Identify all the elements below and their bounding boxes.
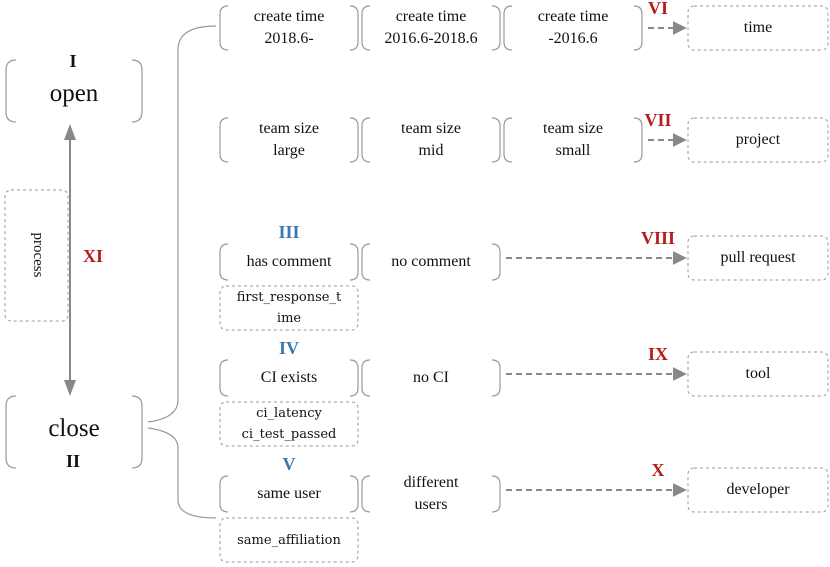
row-4-cell-1-left-edge	[361, 475, 371, 513]
close-numeral: II	[65, 451, 80, 471]
row-0-cell-1-left-edge	[361, 5, 371, 51]
row-1-numeral: VII	[644, 110, 672, 130]
row-4-target-label: developer	[726, 481, 790, 498]
row-4-numeral: X	[651, 460, 665, 480]
row-3-cell-1-left-edge	[361, 359, 371, 397]
row-3-cell-0-left-edge	[219, 359, 229, 397]
process-box	[4, 189, 69, 322]
row-4-metric-box	[219, 517, 359, 563]
row-2-metric-box	[219, 285, 359, 331]
row-2-cell-1-right-edge	[491, 243, 501, 281]
row-1-cell-2-left-edge	[503, 117, 513, 163]
row-3-factor-numeral: IV	[278, 338, 299, 358]
row-0-target-label: time	[743, 19, 773, 36]
row-3-cell-0-label: CI exists	[260, 369, 318, 386]
row-2-cell-1-left-edge	[361, 243, 371, 281]
row-1-cell-1-right-edge	[491, 117, 501, 163]
row-0-cell-0-right-edge	[349, 5, 359, 51]
close-box	[5, 395, 17, 469]
row-4-cell-0-right-edge	[349, 475, 359, 513]
open-numeral: I	[69, 51, 77, 71]
row-0-target-box	[687, 5, 829, 51]
row-3-numeral: IX	[647, 344, 668, 364]
row-4-metric-label: same_affiliation	[237, 532, 341, 548]
row-3-cell-1-label: no CI	[413, 369, 449, 386]
row-4-cell-0-left-edge	[219, 475, 229, 513]
row-2-factor-numeral: III	[278, 222, 300, 242]
row-2-cell-0-label: has comment	[246, 253, 332, 270]
row-1-target-box	[687, 117, 829, 163]
row-0-cell-1-right-edge	[491, 5, 501, 51]
row-0-cell-2-right-edge	[633, 5, 643, 51]
row-3-target-label: tool	[745, 365, 771, 382]
row-1-cell-0-left-edge	[219, 117, 229, 163]
open-label: open	[49, 80, 99, 107]
row-2-cell-0-left-edge	[219, 243, 229, 281]
row-2-target-box	[687, 235, 829, 281]
row-0-cell-2-left-edge	[503, 5, 513, 51]
row-1-cell-1-left-edge	[361, 117, 371, 163]
row-0-numeral: VI	[647, 0, 668, 18]
row-4-factor-numeral: V	[282, 454, 296, 474]
row-0-cell-0-left-edge	[219, 5, 229, 51]
row-2-numeral: VIII	[640, 228, 675, 248]
row-2-target-label: pull request	[720, 249, 796, 266]
row-4-cell-0-label: same user	[257, 485, 321, 502]
row-2-cell-1-label: no comment	[391, 253, 471, 270]
row-1-target-label: project	[735, 131, 781, 148]
process-label: process	[30, 232, 46, 278]
row-1-cell-2-right-edge	[633, 117, 643, 163]
row-3-target-box	[687, 351, 829, 397]
row-4-cell-1-right-edge	[491, 475, 501, 513]
row-1-cell-0-right-edge	[349, 117, 359, 163]
close-label: close	[48, 415, 100, 442]
process-numeral: XI	[82, 246, 103, 266]
row-3-cell-0-right-edge	[349, 359, 359, 397]
row-3-cell-1-right-edge	[491, 359, 501, 397]
row-2-cell-0-right-edge	[349, 243, 359, 281]
process-arrow	[64, 124, 76, 396]
open-box	[5, 59, 17, 123]
row-3-metric-box	[219, 401, 359, 447]
row-bracket	[147, 25, 217, 519]
row-0-cell-2-label: create time-2016.6	[537, 8, 609, 47]
row-4-target-box	[687, 467, 829, 513]
